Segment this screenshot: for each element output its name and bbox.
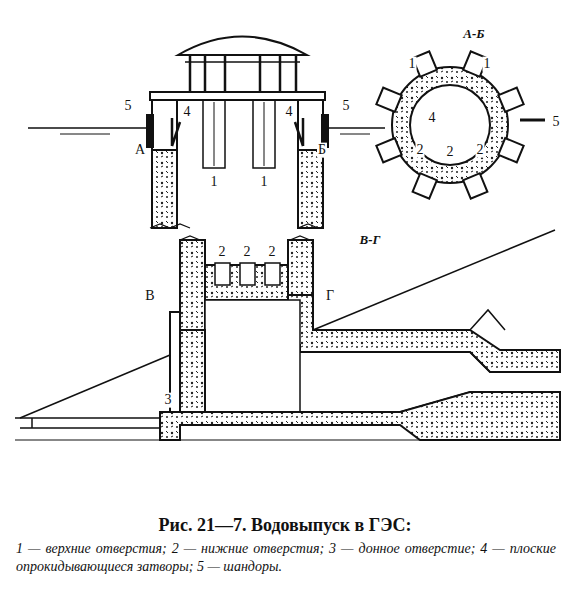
- pier: [376, 88, 401, 112]
- figure-caption: Рис. 21—7. Водовыпуск в ГЭС:: [0, 515, 570, 536]
- section-a-b: [376, 51, 523, 198]
- callout-number: 2: [268, 245, 277, 260]
- callout-number: 2: [243, 245, 252, 260]
- callout-number: 5: [342, 99, 351, 114]
- pier: [463, 173, 487, 198]
- callout-number: 1: [408, 57, 417, 72]
- callout-number: А: [134, 143, 146, 158]
- callout-number: 4: [428, 111, 437, 126]
- pier: [498, 138, 523, 162]
- callout-number: 2: [476, 143, 485, 158]
- callout-number: 2: [446, 145, 455, 160]
- flap-gate: [172, 118, 303, 146]
- pier: [413, 173, 437, 198]
- callout-number: 5: [124, 99, 133, 114]
- callout-number: 2: [416, 143, 425, 158]
- callout-number: Г: [325, 289, 335, 304]
- caption-legend-text: 1 — верхние отверстия; 2 — нижние отверс…: [15, 540, 557, 576]
- stoplog: [147, 115, 153, 147]
- callout-number: 4: [285, 105, 294, 120]
- dome-cap: [178, 37, 307, 56]
- callout-number: 5: [552, 115, 561, 130]
- callout-number: 1: [483, 57, 492, 72]
- callout-number: 1: [260, 175, 269, 190]
- callout-number: Б: [317, 143, 327, 158]
- pier: [376, 138, 401, 162]
- callout-number: 3: [164, 393, 173, 408]
- callout-number: В: [144, 289, 155, 304]
- pier: [498, 88, 523, 112]
- section-label: А-Б: [462, 27, 485, 41]
- section-label: В-Г: [359, 233, 382, 247]
- callout-number: 1: [210, 175, 219, 190]
- callout-number: 2: [218, 245, 227, 260]
- callout-number: 4: [183, 105, 192, 120]
